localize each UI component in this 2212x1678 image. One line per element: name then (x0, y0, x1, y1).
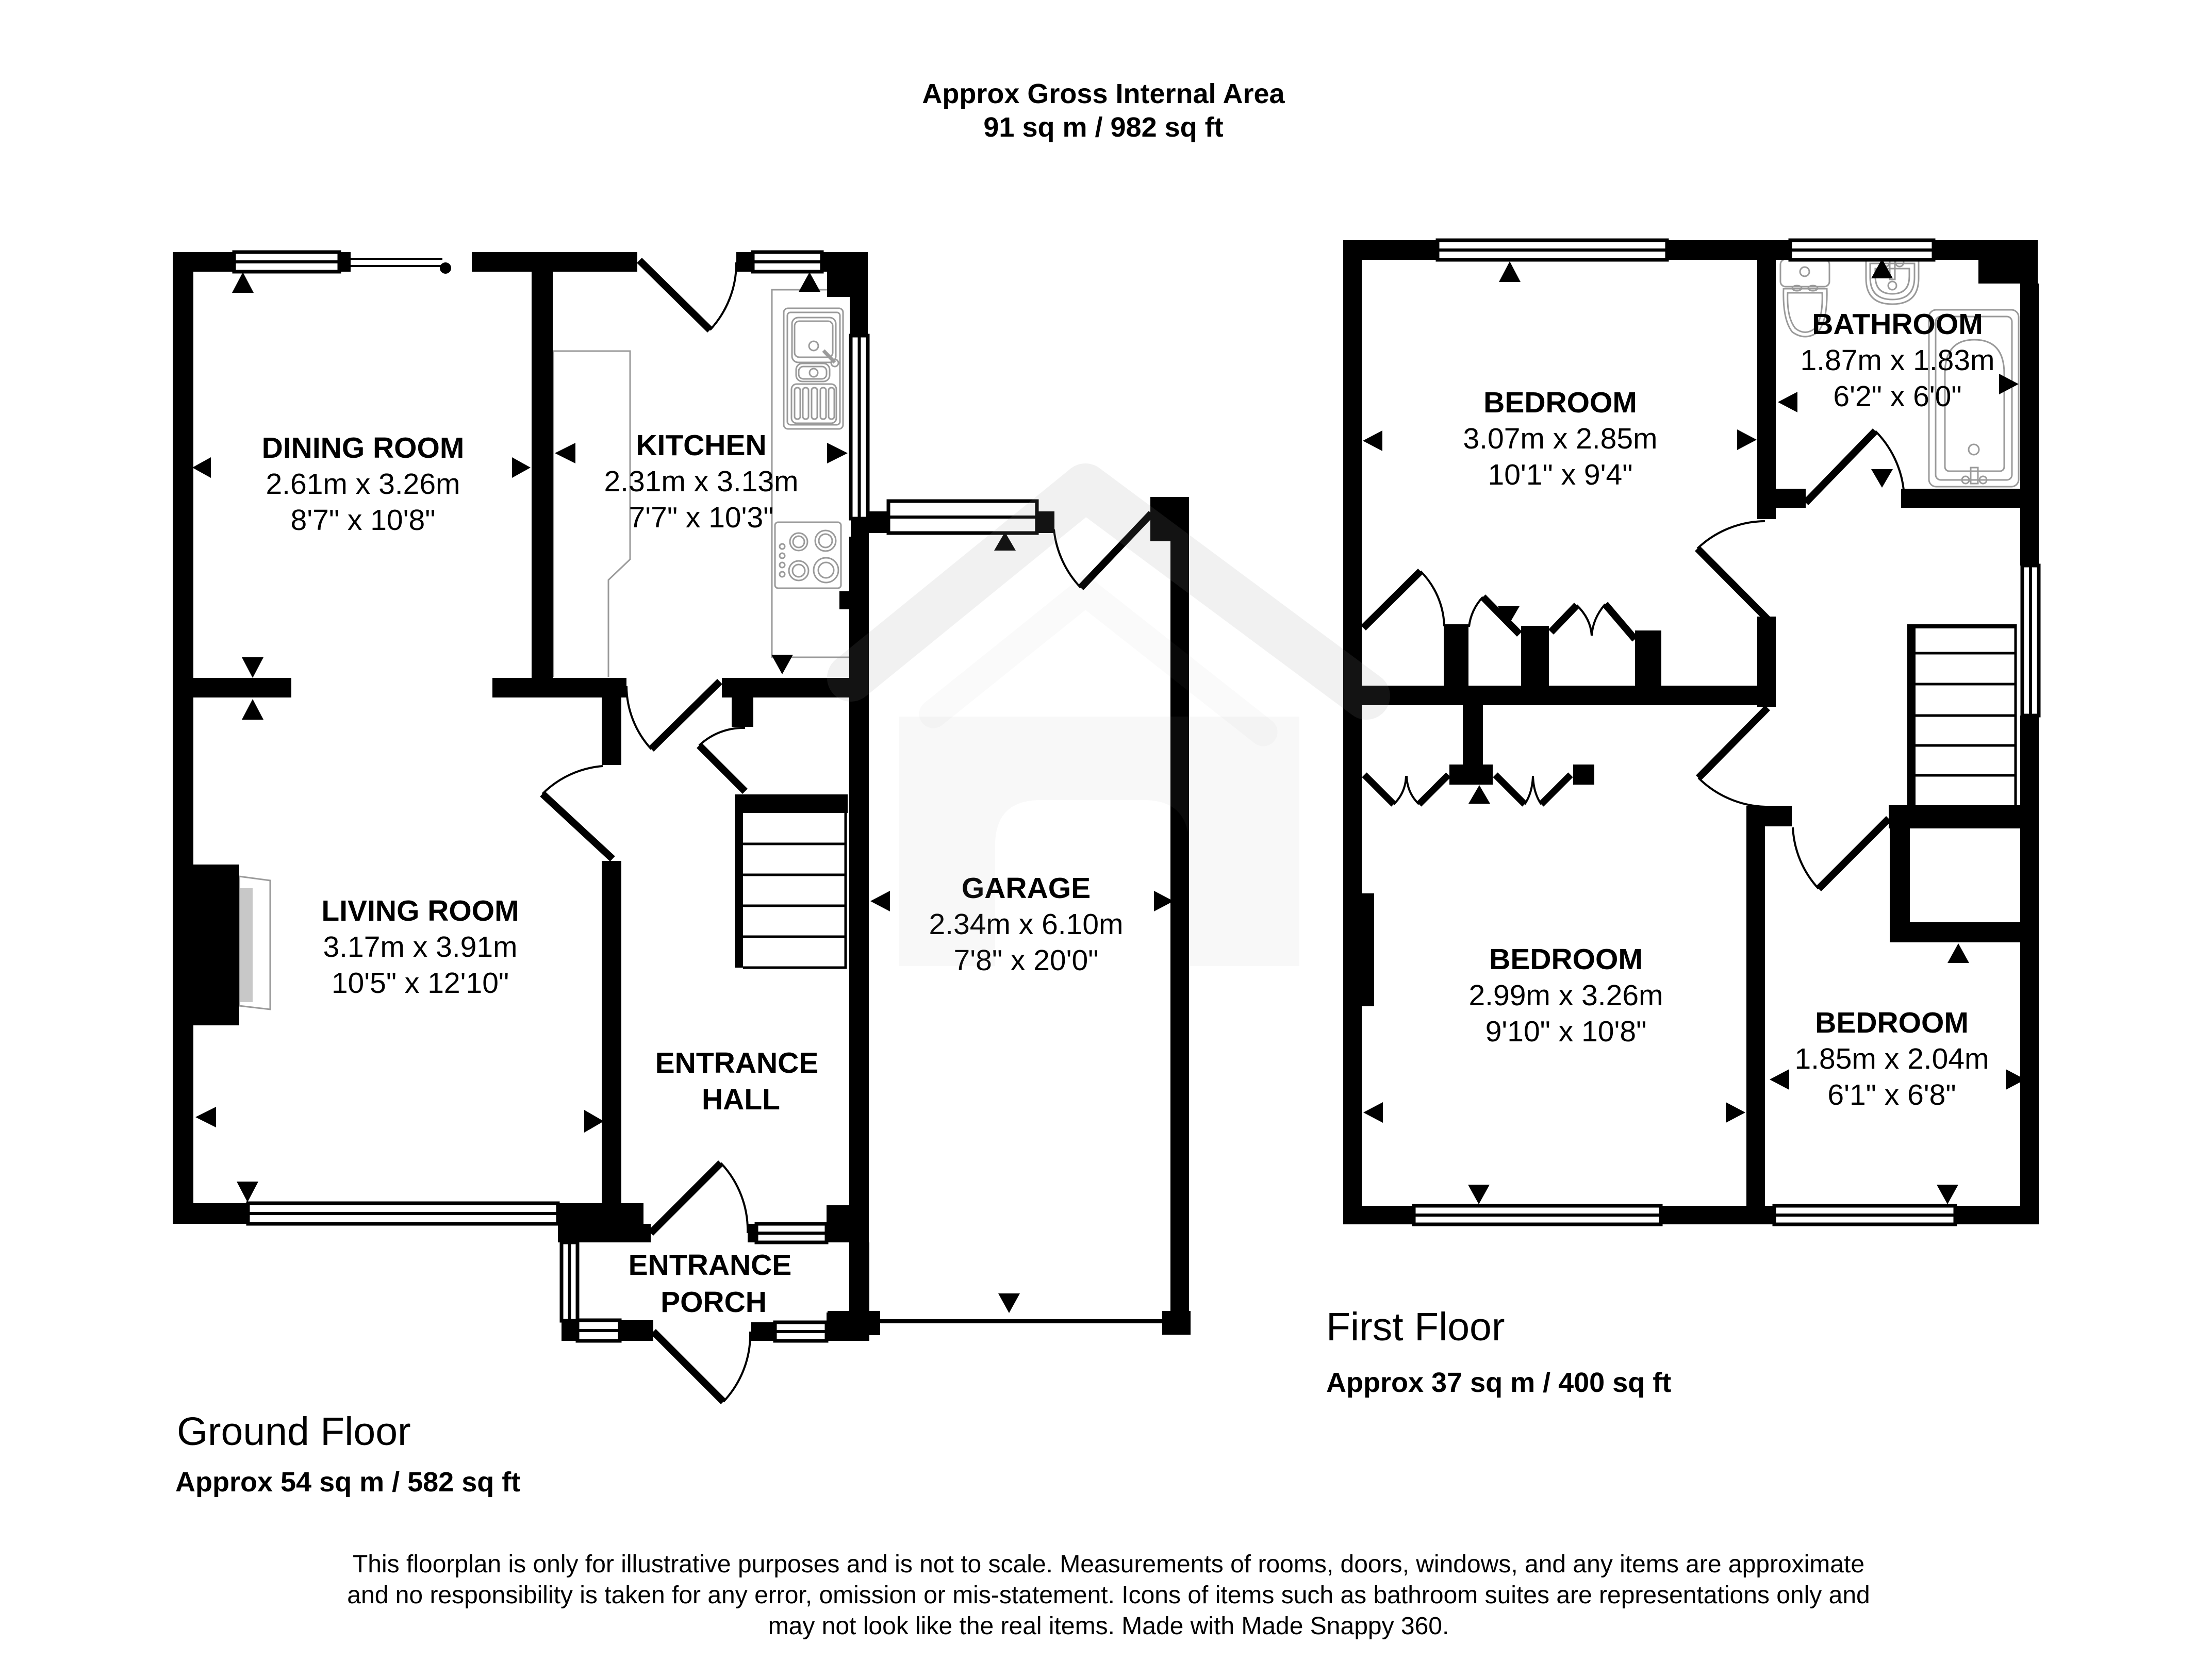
svg-text:2.31m x 3.13m: 2.31m x 3.13m (604, 465, 798, 498)
svg-text:2.99m x 3.26m: 2.99m x 3.26m (1468, 979, 1663, 1012)
svg-text:PORCH: PORCH (661, 1286, 767, 1319)
svg-text:7'8" x 20'0": 7'8" x 20'0" (954, 944, 1099, 977)
svg-text:10'5" x 12'10": 10'5" x 12'10" (332, 967, 509, 1000)
svg-text:First Floor: First Floor (1326, 1305, 1505, 1349)
svg-text:BEDROOM: BEDROOM (1483, 386, 1637, 419)
svg-text:and no responsibility is taken: and no responsibility is taken for any e… (347, 1582, 1870, 1609)
svg-text:ENTRANCE: ENTRANCE (629, 1249, 792, 1282)
svg-text:This floorplan is only for ill: This floorplan is only for illustrative … (353, 1551, 1864, 1578)
svg-text:HALL: HALL (702, 1083, 780, 1116)
svg-text:DINING ROOM: DINING ROOM (262, 431, 465, 464)
svg-text:KITCHEN: KITCHEN (636, 429, 766, 462)
svg-text:10'1" x 9'4": 10'1" x 9'4" (1488, 458, 1633, 491)
svg-text:Approx 54 sq m / 582 sq ft: Approx 54 sq m / 582 sq ft (175, 1467, 520, 1498)
svg-text:Approx Gross Internal Area: Approx Gross Internal Area (922, 78, 1285, 109)
svg-text:may not look like the real ite: may not look like the real items. Made w… (768, 1613, 1449, 1640)
svg-text:Approx 37 sq m / 400 sq ft: Approx 37 sq m / 400 sq ft (1326, 1367, 1671, 1398)
svg-text:2.34m x 6.10m: 2.34m x 6.10m (929, 908, 1123, 941)
svg-text:ENTRANCE: ENTRANCE (655, 1046, 819, 1079)
svg-text:BATHROOM: BATHROOM (1812, 308, 1983, 341)
svg-text:GARAGE: GARAGE (962, 872, 1091, 905)
svg-text:Ground Floor: Ground Floor (177, 1409, 411, 1454)
svg-text:3.07m x 2.85m: 3.07m x 2.85m (1463, 422, 1657, 455)
svg-text:2.61m x 3.26m: 2.61m x 3.26m (266, 468, 460, 501)
svg-text:1.85m x 2.04m: 1.85m x 2.04m (1794, 1042, 1989, 1075)
svg-text:BEDROOM: BEDROOM (1815, 1006, 1969, 1039)
svg-text:3.17m x 3.91m: 3.17m x 3.91m (323, 931, 517, 963)
svg-text:9'10" x 10'8": 9'10" x 10'8" (1485, 1015, 1647, 1048)
svg-text:7'7" x 10'3": 7'7" x 10'3" (629, 501, 774, 534)
svg-text:BEDROOM: BEDROOM (1489, 943, 1643, 976)
svg-text:1.87m x 1.83m: 1.87m x 1.83m (1800, 344, 1994, 377)
svg-text:6'2" x 6'0": 6'2" x 6'0" (1833, 380, 1961, 413)
svg-text:LIVING ROOM: LIVING ROOM (321, 894, 519, 927)
svg-text:6'1" x 6'8": 6'1" x 6'8" (1827, 1078, 1956, 1111)
svg-text:91 sq m / 982 sq ft: 91 sq m / 982 sq ft (983, 112, 1223, 143)
svg-text:8'7" x 10'8": 8'7" x 10'8" (291, 504, 436, 537)
